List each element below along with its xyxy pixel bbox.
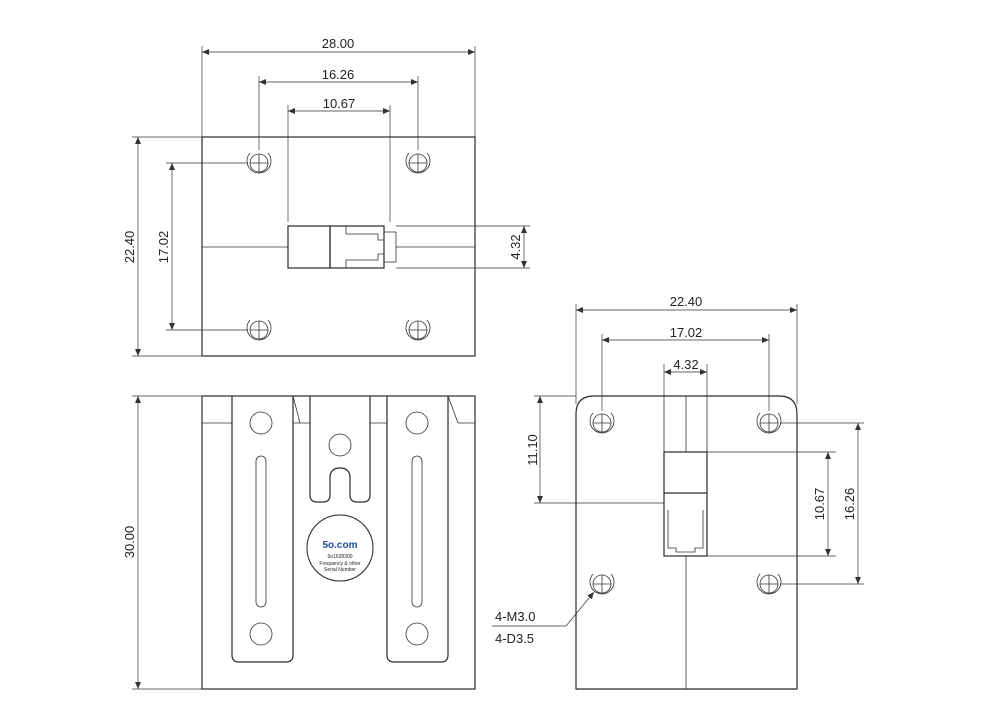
note-hole: 4-D3.5 xyxy=(495,631,534,646)
dim-top-hole-spacing-x: 16.26 xyxy=(322,67,355,82)
side-view: 22.40 17.02 4.32 11.10 10.67 16.26 4-M3.… xyxy=(492,294,864,690)
front-view: 5o.com 5o1628300 Frequency & other Seria… xyxy=(122,395,476,690)
note-thread: 4-M3.0 xyxy=(495,609,535,624)
clip-slot xyxy=(411,455,423,608)
label-part-no: 5o1628300 xyxy=(327,554,352,560)
label-line1: Frequency & other xyxy=(319,561,360,567)
dim-side-port-width: 4.32 xyxy=(673,357,698,372)
port-connector xyxy=(287,225,397,269)
dim-side-port-offset: 11.10 xyxy=(525,434,540,466)
clip-hole xyxy=(405,411,429,435)
label-line2: Serial Number xyxy=(324,567,356,573)
product-label: 5o.com 5o1628300 Frequency & other Seria… xyxy=(306,514,374,582)
mount-hole xyxy=(405,319,431,341)
dim-top-port-height: 4.32 xyxy=(508,234,523,259)
clip-hole xyxy=(405,622,429,646)
mount-hole xyxy=(405,152,431,174)
clip-hole xyxy=(249,622,273,646)
thread-hole xyxy=(756,573,782,595)
clip-slot xyxy=(255,455,267,608)
thread-hole xyxy=(589,412,615,434)
top-view: 28.00 16.26 10.67 22.40 17.02 4.32 xyxy=(122,36,530,357)
mount-hole xyxy=(246,319,272,341)
dim-side-inner-height: 10.67 xyxy=(812,488,827,521)
label-brand: 5o.com xyxy=(322,540,357,551)
dim-top-width: 28.00 xyxy=(322,36,355,51)
clip-hole xyxy=(328,433,352,457)
thread-hole xyxy=(589,573,615,595)
dim-top-height: 22.40 xyxy=(122,231,137,264)
mount-hole xyxy=(246,152,272,174)
dim-side-width: 22.40 xyxy=(670,294,703,309)
side-port-connector xyxy=(663,451,708,557)
dim-side-hole-spacing-y: 16.26 xyxy=(842,488,857,521)
dim-side-hole-spacing-x: 17.02 xyxy=(670,325,703,340)
clip-hole xyxy=(249,411,273,435)
thread-hole xyxy=(756,412,782,434)
dim-front-height: 30.00 xyxy=(122,526,137,559)
dim-top-slot-width: 10.67 xyxy=(323,96,356,111)
dim-top-hole-spacing-y: 17.02 xyxy=(156,231,171,264)
